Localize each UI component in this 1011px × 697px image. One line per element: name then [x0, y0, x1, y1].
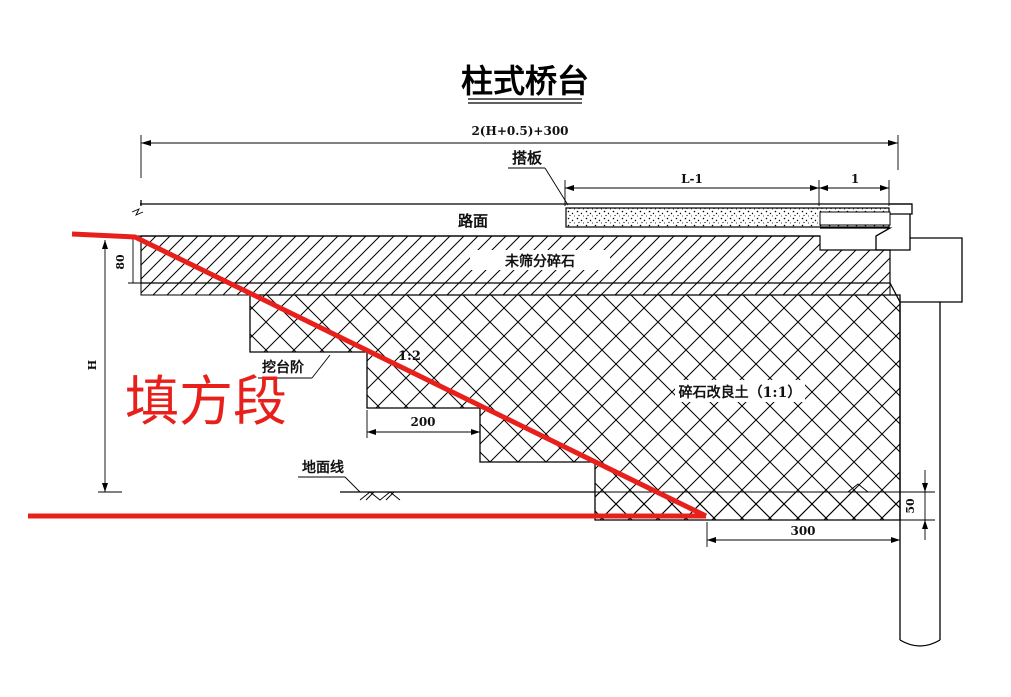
svg-text:50: 50 — [904, 498, 917, 514]
svg-text:柱式桥台: 柱式桥台 — [461, 62, 589, 100]
slab-seat — [819, 211, 891, 226]
approach-slab-label: 搭板 — [508, 149, 569, 206]
fill-section-label: 填方段 — [125, 370, 287, 433]
step-width-dimension: 200 — [366, 410, 481, 438]
ground-line: 地面线 — [298, 459, 869, 501]
graded-gravel-label: 未筛分碎石 — [505, 253, 575, 270]
improved-soil-block — [249, 294, 901, 521]
svg-text:H: H — [86, 360, 99, 370]
svg-text:地面线: 地面线 — [302, 459, 344, 476]
svg-text:挖台阶: 挖台阶 — [262, 359, 305, 376]
svg-text:搭板: 搭板 — [512, 149, 543, 167]
svg-text:80: 80 — [114, 254, 127, 270]
svg-text:L-1: L-1 — [681, 172, 703, 186]
svg-text:1: 1 — [851, 172, 859, 186]
depth-dimension: 50 — [900, 470, 935, 540]
svg-text:2(H+0.5)+300: 2(H+0.5)+300 — [471, 124, 568, 138]
total-width-dimension: 2(H+0.5)+300 — [140, 124, 899, 178]
slab-length-dimension: L-1 1 — [564, 172, 890, 206]
bench-step-label: 挖台阶 — [258, 354, 331, 379]
abutment-column — [820, 203, 963, 647]
base-width-dimension: 300 — [706, 522, 900, 547]
slope-label: 1:2 — [398, 349, 421, 364]
drawing-title: 柱式桥台 — [461, 62, 589, 104]
svg-text:200: 200 — [410, 415, 435, 429]
svg-text:路面: 路面 — [458, 212, 488, 230]
fill-section-annotation-lines — [28, 231, 708, 519]
improved-soil-label: 碎石改良土（1:1） — [679, 384, 802, 401]
height-dimensions: 80 H — [86, 235, 160, 493]
svg-text:300: 300 — [790, 524, 815, 538]
